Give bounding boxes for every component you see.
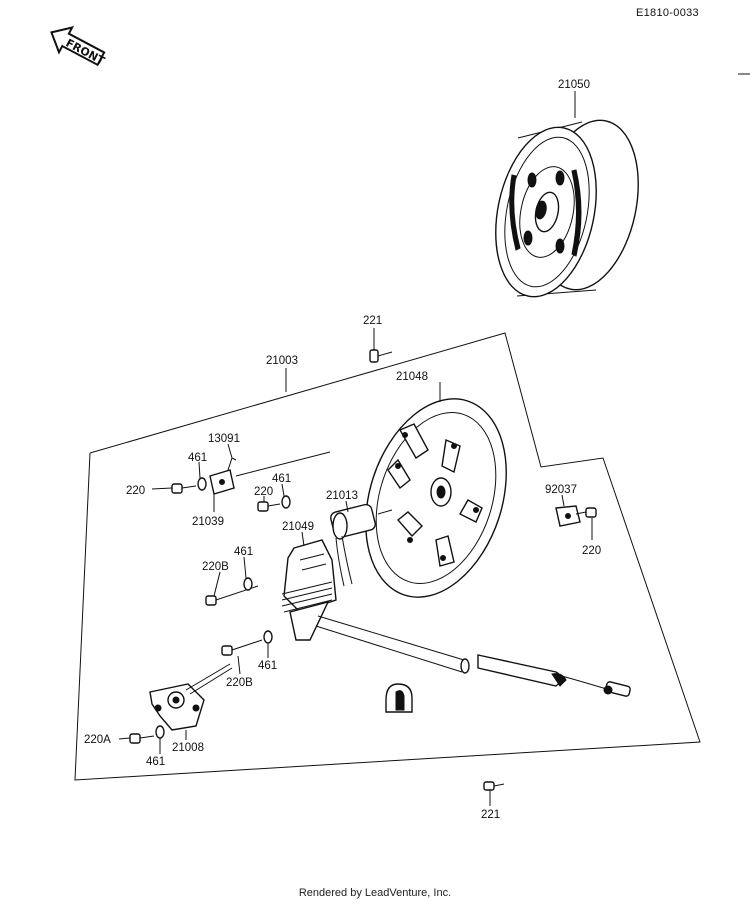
- ignition-coil: [281, 539, 337, 641]
- washer-461-c: [243, 577, 253, 591]
- screw-220-a: [171, 483, 197, 494]
- screw-220-b: [257, 501, 281, 512]
- diagram-code: E1810-0033: [636, 7, 699, 19]
- label-461-a: 461: [188, 452, 207, 464]
- label-220-b: 220: [254, 486, 273, 498]
- pulser-coil: [149, 663, 233, 731]
- grommet: [385, 683, 413, 713]
- label-92037: 92037: [545, 484, 577, 496]
- label-21048: 21048: [396, 371, 428, 383]
- front-arrow-icon: FRONT: [50, 26, 108, 68]
- label-13091: 13091: [208, 433, 240, 445]
- washer-461-a: [197, 477, 207, 491]
- condenser: [330, 503, 393, 587]
- leader-lines: [118, 91, 593, 806]
- label-221-bottom: 221: [481, 809, 500, 821]
- screw-220B-b: [221, 639, 263, 656]
- label-220B-a: 220B: [202, 561, 229, 573]
- label-220-c: 220: [582, 545, 601, 557]
- label-461-b: 461: [272, 473, 291, 485]
- label-21013: 21013: [326, 490, 358, 502]
- label-21049: 21049: [282, 521, 314, 533]
- label-21039: 21039: [192, 516, 224, 528]
- screw-221-bottom: [483, 781, 505, 791]
- rotor-flywheel: [495, 119, 639, 298]
- washer-461-b: [281, 495, 291, 509]
- screw-220A: [129, 733, 155, 744]
- label-220A: 220A: [84, 734, 111, 746]
- label-21008: 21008: [172, 742, 204, 754]
- label-21050: 21050: [558, 79, 590, 91]
- label-221-top: 221: [363, 315, 382, 327]
- lead-plate: [555, 505, 581, 527]
- wiring-harness: [315, 615, 631, 697]
- screw-221-top: [369, 349, 393, 363]
- front-label: FRONT: [64, 36, 108, 67]
- label-461-c: 461: [234, 546, 253, 558]
- label-220-a: 220: [126, 485, 145, 497]
- label-461-e: 461: [146, 756, 165, 768]
- label-21003: 21003: [266, 355, 298, 367]
- lead-bracket: [209, 451, 331, 495]
- screw-220-c: [575, 507, 597, 518]
- washer-461-d: [263, 630, 273, 644]
- label-220B-b: 220B: [226, 677, 253, 689]
- assembly-outline: [74, 332, 701, 781]
- footer-credit: Rendered by LeadVenture, Inc.: [298, 887, 452, 899]
- stator-plate: [365, 398, 507, 598]
- label-461-d: 461: [258, 660, 277, 672]
- washer-461-e: [155, 725, 165, 739]
